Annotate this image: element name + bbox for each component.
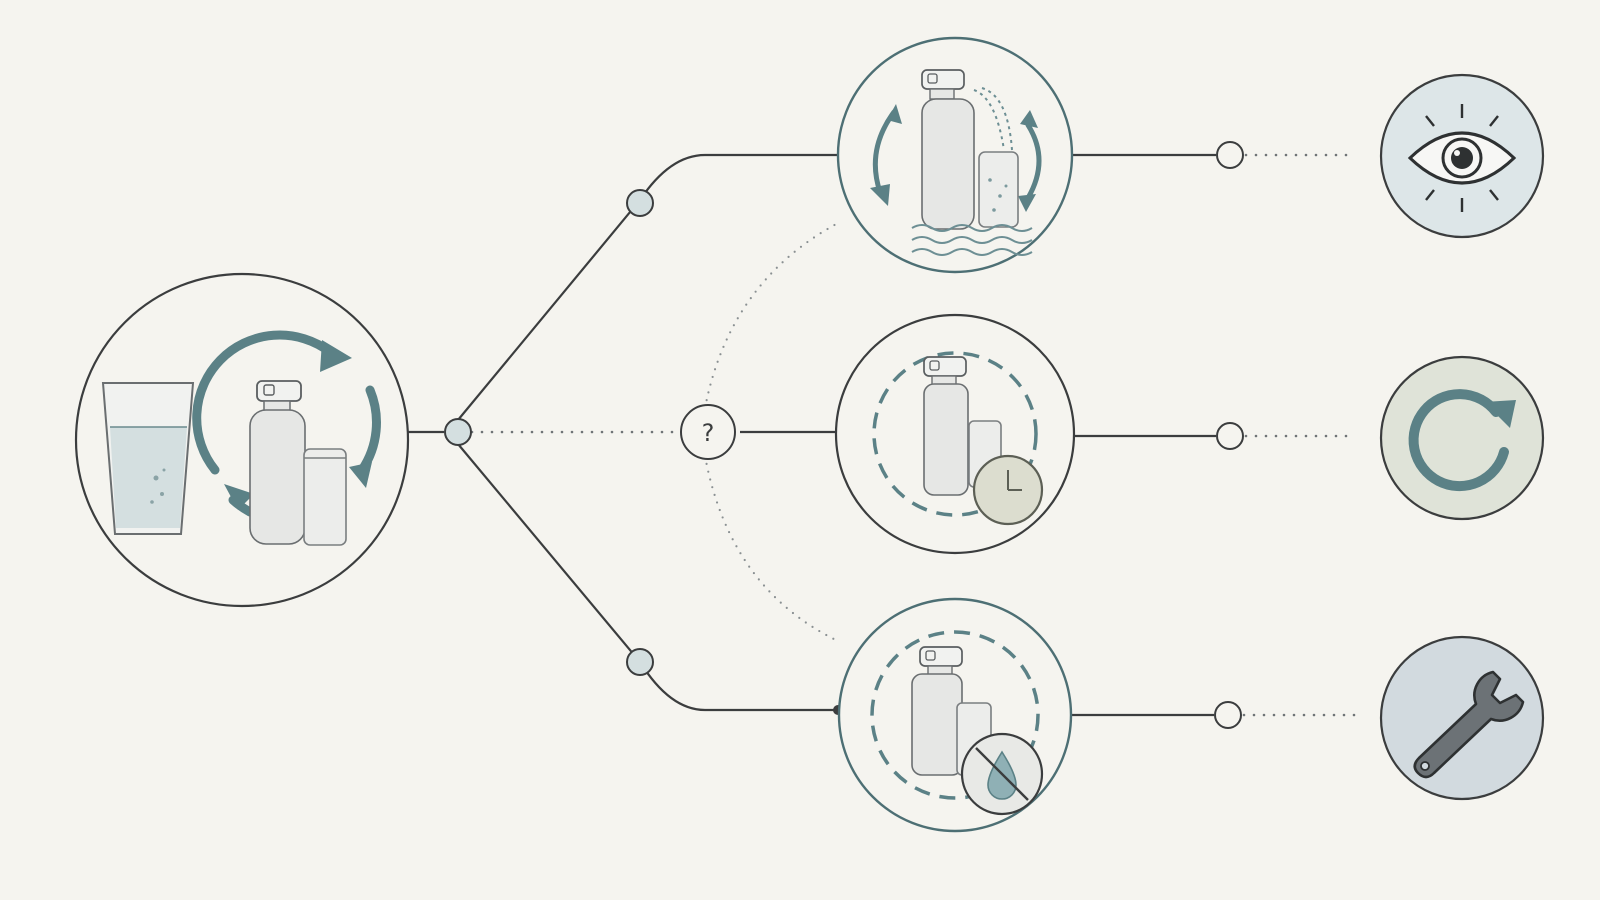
- branch-circle-scheduled: [834, 313, 1076, 555]
- question-node: ?: [680, 404, 736, 460]
- top-outcome-node: [1216, 141, 1244, 169]
- glass-of-water-icon: [101, 382, 195, 535]
- lower-dotted-arc: [703, 454, 842, 644]
- no-water-drop-icon: [960, 732, 1044, 816]
- upper-branch-node: [626, 189, 654, 217]
- lower-branch-node: [626, 648, 654, 676]
- softener-icon: [911, 646, 992, 776]
- upper-dotted-arc: [703, 220, 842, 410]
- clock-icon: [972, 454, 1044, 526]
- branch-circle-no-water: [837, 597, 1073, 833]
- refresh-icon: [1408, 389, 1516, 492]
- wrench-icon: [1413, 670, 1525, 779]
- eye-icon: [1407, 104, 1517, 212]
- outcome-badge-restart: [1379, 355, 1545, 521]
- softener-regenerating-icon: [921, 69, 1019, 230]
- hub-node: [444, 418, 472, 446]
- water-softener-icon: [249, 380, 347, 546]
- junction-nodes: [444, 141, 1244, 729]
- question-mark: ?: [702, 419, 715, 447]
- bottom-outcome-node: [1214, 701, 1242, 729]
- water-waves-icon: [911, 224, 1033, 256]
- branch-circle-regenerating: [836, 36, 1074, 274]
- middle-outcome-node: [1216, 422, 1244, 450]
- outcome-badge-repair: [1379, 635, 1545, 801]
- circular-arrows-icon: [870, 104, 1042, 212]
- regeneration-cycle-icon: [192, 330, 381, 517]
- source-circle: [74, 272, 410, 608]
- outcome-badge-inspect: [1379, 73, 1545, 239]
